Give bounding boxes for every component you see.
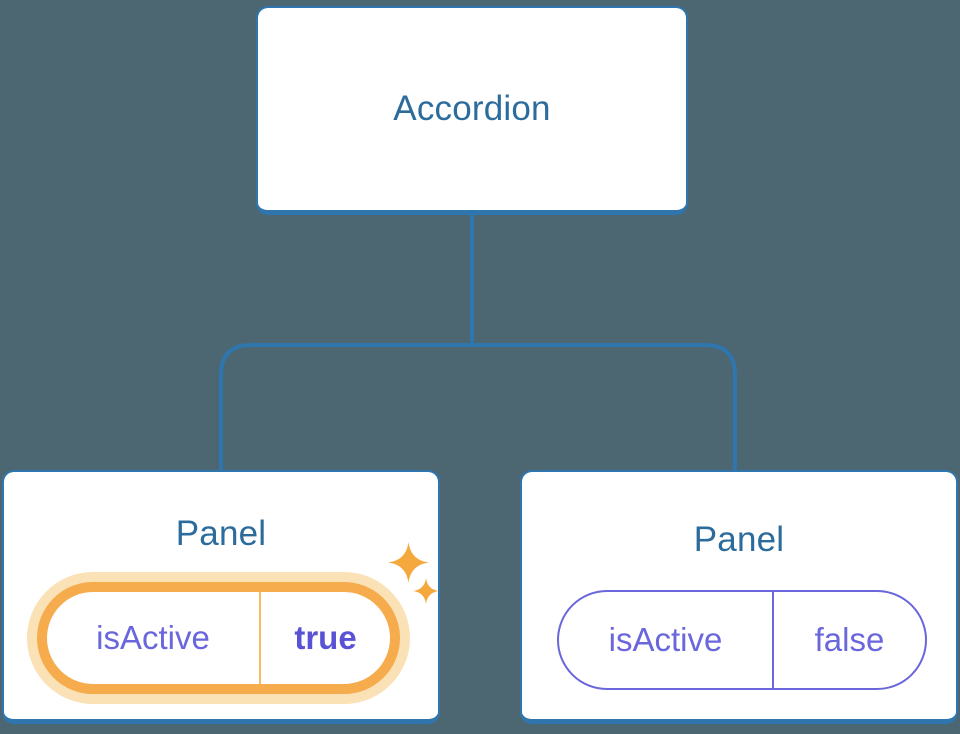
panel-node-inactive: Panel isActive false: [520, 470, 958, 724]
state-name-label: isActive: [608, 621, 723, 658]
sparkle-icon-small: [413, 578, 439, 604]
pill-divider: [259, 592, 261, 684]
state-pill-active: isActive true: [37, 582, 400, 694]
state-name-label: isActive: [96, 619, 210, 656]
state-value-label: false: [814, 621, 885, 658]
pill-divider: [772, 592, 774, 688]
state-value-label: true: [294, 619, 357, 656]
accordion-node-label: Accordion: [393, 89, 551, 128]
panel-node-title: Panel: [175, 514, 267, 553]
state-pill-inactive: isActive false: [557, 590, 927, 690]
accordion-node: Accordion: [256, 6, 688, 215]
connector-branch: [219, 343, 737, 470]
panel-node-title: Panel: [693, 520, 785, 559]
panel-node-active: Panel isActive true: [2, 470, 440, 724]
